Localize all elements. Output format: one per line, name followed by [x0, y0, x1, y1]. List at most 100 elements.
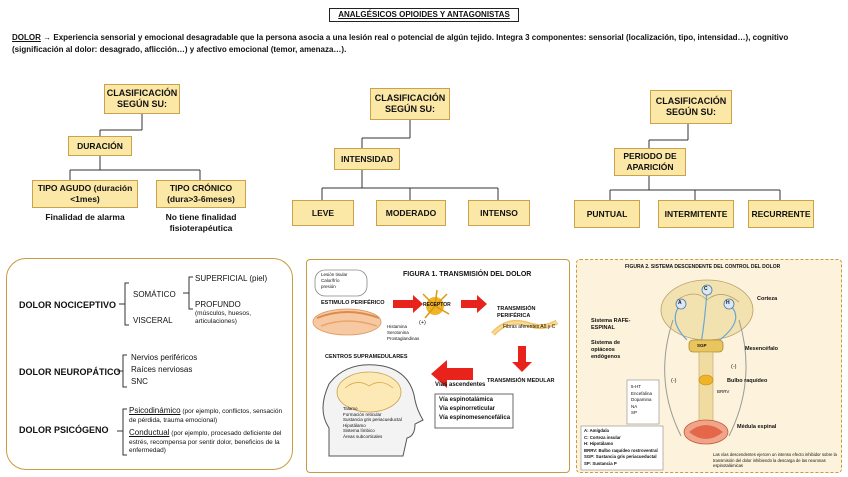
pain-definition: DOLOR → Experiencia sensorial y emociona…: [12, 32, 838, 56]
arrow-to-supramedullar: [431, 360, 473, 388]
onset-leaf-punctual: PUNTUAL: [574, 200, 640, 228]
page-title: ANALGÉSICOS OPIOIDES Y ANTAGONISTAS: [329, 8, 519, 22]
legend-item-6: SP: Sustancia P: [584, 460, 617, 466]
receptor-plus: (+): [419, 320, 426, 326]
classification-root-duration: CLASIFICACIÓN SEGÚN SU:: [104, 84, 180, 114]
superficial-label: SUPERFICIAL (piel): [195, 274, 268, 283]
lesion-line-1: Lesión tisular: [321, 272, 348, 277]
figure2-footnote: Las vías descendentes ejercen un intenso…: [713, 452, 837, 468]
intensity-leaf-mild: LEVE: [292, 200, 354, 226]
receptor-label: RECEPTOR: [423, 302, 451, 308]
psychodynamic-label: Psicodinámico: [129, 406, 181, 415]
visceral-label: VISCERAL: [133, 316, 173, 325]
centers-item-2: Formación reticular: [343, 411, 382, 417]
centers-item-6: Áreas subcorticales: [343, 433, 383, 439]
onset-leaf-intermittent: INTERMITENTE: [658, 200, 734, 228]
cortex-label: Corteza: [757, 296, 778, 302]
nerve-fibers-graphic: [491, 319, 559, 336]
receptor-neuron-graphic: [422, 289, 450, 319]
neuro-sp: SP: [631, 410, 638, 415]
ascending-paths-title: Vías ascendentes: [435, 382, 486, 388]
legend-item-3: H: Hipotálamo: [584, 441, 614, 446]
mediator-prostaglandins: Prostaglandinas: [387, 336, 420, 341]
ascending-path-1: Vía espinotalámica: [439, 397, 494, 403]
figure1-illustration: [312, 269, 559, 457]
spinal-cord-label: Médula espinal: [737, 424, 777, 430]
brain-cortex-graphic: [660, 279, 754, 341]
psychodynamic-note: (por ejemplo, conflictos, sensación de p…: [129, 408, 283, 424]
legend-item-5: SGP: Sustancia gris periacueductal: [584, 454, 657, 459]
psychodynamic-text: Psicodinámico (por ejemplo, conflictos, …: [129, 406, 287, 425]
mediator-histamine: Histamina: [387, 324, 408, 329]
definition-text: Experiencia sensorial y emocional desagr…: [12, 33, 789, 54]
lesion-line-3: presión: [321, 284, 336, 289]
inhibitory-path-left: [664, 319, 682, 437]
neuro-dopamine: Dopamina: [631, 397, 652, 402]
centers-item-4: Hipotálamo: [343, 422, 366, 428]
vias-box: [434, 393, 514, 429]
centers-item-5: Sistema límbico: [343, 428, 375, 433]
arrow-to-medullar: [512, 346, 532, 372]
neuropathic-item-2: Raíces nerviosas: [131, 365, 193, 374]
classification-root-intensity: CLASIFICACIÓN SEGÚN SU:: [370, 88, 450, 120]
conductual-note: (por ejemplo, procesado deficiente del e…: [129, 430, 282, 454]
intensity-leaf-intense: INTENSO: [468, 200, 530, 226]
head-brain-graphic: [322, 364, 424, 457]
neuro-5ht: 5-HT: [631, 384, 641, 389]
neurotransmitter-box: [626, 379, 660, 425]
definition-keyword: DOLOR: [12, 33, 41, 42]
conductual-text: Conductual (por ejemplo, procesado defic…: [129, 428, 287, 456]
tree-connectors: [69, 114, 781, 200]
onset-leaf-recurrent: RECURRENTE: [748, 200, 814, 228]
ascending-path-3: Vía espinomesencefálica: [439, 415, 511, 421]
classification-root-onset: CLASIFICACIÓN SEGÚN SU:: [650, 90, 732, 124]
minus-sign-2: (-): [671, 378, 677, 384]
peripheral-stimulus-label: ESTIMULO PERIFÉRICO: [321, 300, 385, 306]
legend-item-4: BRRV: Bulbo raquídeo rostroventral: [584, 447, 658, 453]
brainstem-graphic: [698, 351, 714, 423]
intensity-node: INTENSIDAD: [334, 148, 400, 170]
figure2-title: FIGURA 2. SISTEMA DESCENDENTE DEL CONTRO…: [625, 264, 781, 270]
inhibitory-path-right: [728, 319, 747, 437]
opioid-system-label: Sistema de opiáceos endógenos: [591, 340, 621, 360]
label-sgp: SGP: [697, 343, 707, 348]
pain-types-panel: DOLOR NOCICEPTIVO SOMÁTICO SUPERFICIAL (…: [6, 258, 293, 470]
legend-item-2: C: Corteza insular: [584, 434, 621, 440]
neuro-na: NA: [631, 403, 638, 409]
figure1-title: FIGURA 1. TRANSMISIÓN DEL DOLOR: [403, 271, 532, 278]
label-a: A: [678, 300, 682, 306]
deep-note: (músculos, huesos, articulaciones): [195, 310, 251, 325]
lesion-line-2: Calor/frío: [321, 278, 340, 283]
arrow-to-peripheral: [461, 295, 487, 313]
neuropathic-item-3: SNC: [131, 377, 148, 386]
figure-descending-control: FIGURA 2. SISTEMA DESCENDENTE DEL CONTRO…: [576, 259, 842, 473]
minus-sign-1: (-): [731, 364, 737, 370]
medullar-transmission-label: TRANSMISIÓN MEDULAR: [487, 378, 555, 384]
peripheral-transmission-label: TRANSMISIÓN PERIFÉRICA: [497, 306, 536, 319]
figure2-illustration: [580, 279, 754, 471]
neuropathic-pain-label: DOLOR NEUROPÁTICO: [19, 367, 121, 377]
deep-label: PROFUNDO: [195, 300, 241, 309]
midbrain-label: Mesencéfalo: [745, 346, 779, 352]
brrv-graphic: [698, 374, 714, 386]
node-c: [701, 284, 713, 296]
somatic-label: SOMÁTICO: [133, 290, 176, 299]
conductual-label: Conductual: [129, 428, 170, 437]
centers-item-1: Talamo: [343, 406, 358, 411]
onset-node: PERIODO DE APARICIÓN: [614, 148, 686, 176]
nociceptive-pain-label: DOLOR NOCICEPTIVO: [19, 300, 117, 310]
psychogenic-pain-label: DOLOR PSICÓGENO: [19, 425, 109, 435]
ascending-path-2: Vía espinorreticular: [439, 406, 496, 412]
node-h: [723, 298, 735, 310]
legend-box: [580, 425, 664, 471]
brrv-label: BRRV: [717, 389, 730, 394]
skin-tissue-graphic: [312, 308, 382, 336]
raphe-spinal-label: Sistema RAFE-ESPINAL: [591, 318, 631, 331]
label-c: C: [704, 286, 708, 292]
figure-pain-transmission: FIGURA 1. TRANSMISIÓN DEL DOLOR Lesión t…: [306, 259, 570, 473]
spinal-cord-graphic: [683, 419, 729, 445]
pain-types-brackets: [117, 276, 193, 456]
supramedullar-centers-label: CENTROS SUPRAMEDULARES: [325, 354, 408, 360]
duration-node: DURACIÓN: [68, 136, 132, 156]
centers-item-3: Sustancia gris periacueductal: [343, 417, 402, 422]
